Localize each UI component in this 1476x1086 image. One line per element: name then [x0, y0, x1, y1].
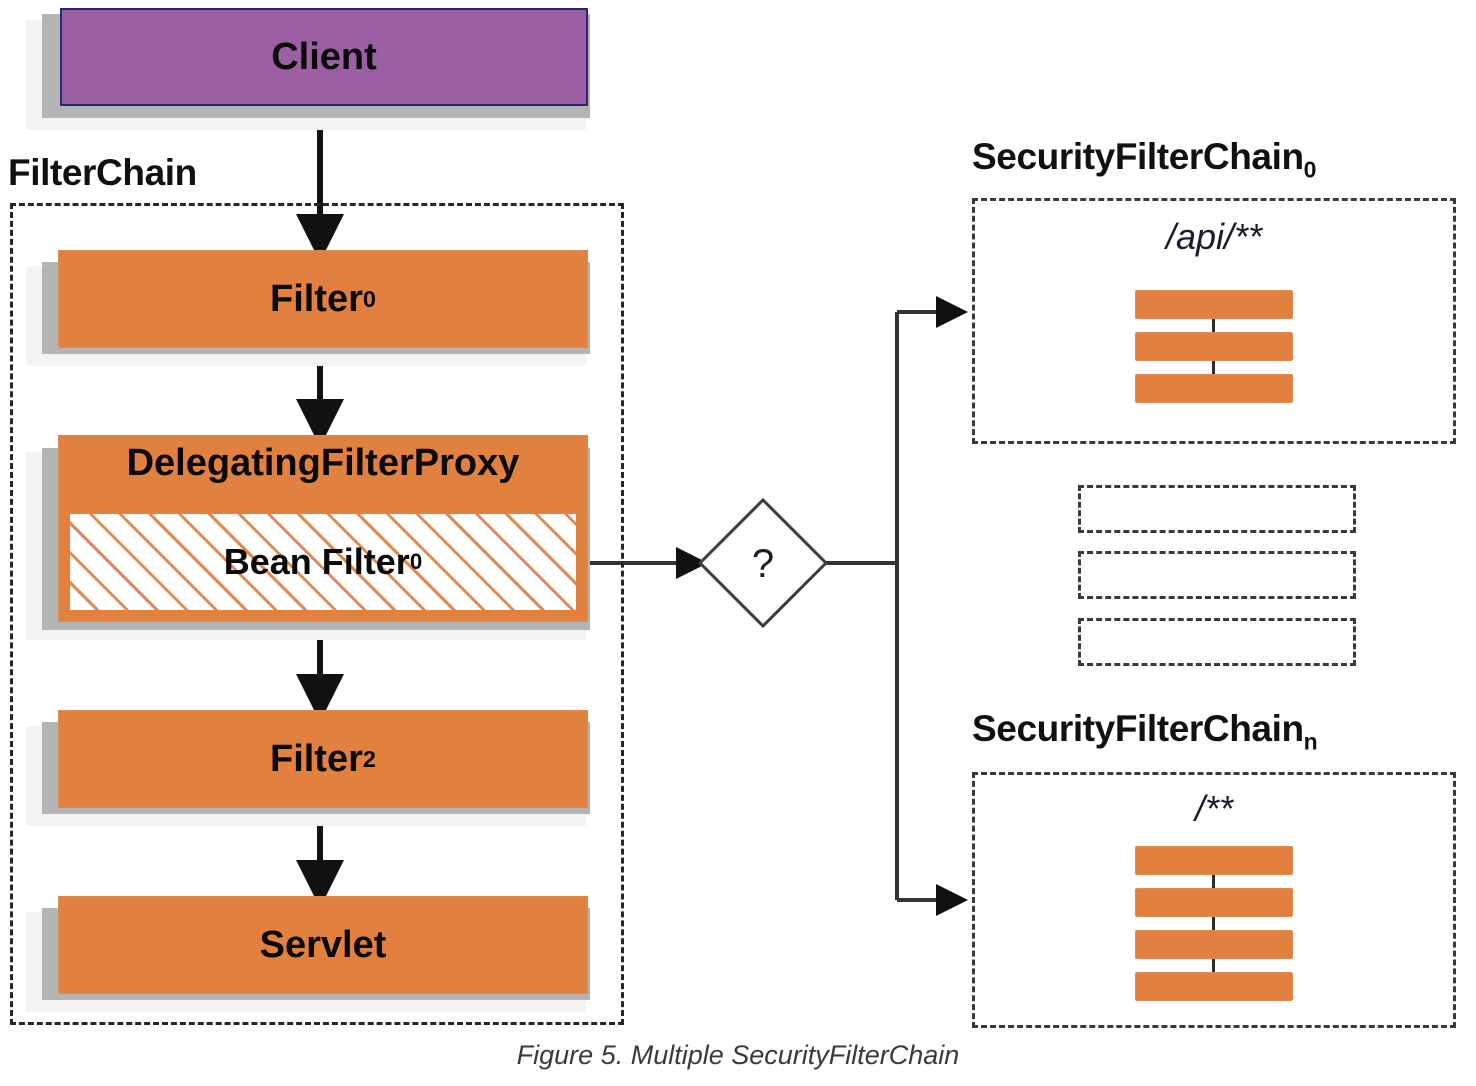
securityfilterchain-n-container: [972, 772, 1456, 1028]
chainN-filter-bar[interactable]: [1135, 972, 1293, 1001]
chain0-filter-bar[interactable]: [1135, 374, 1293, 403]
securityfilterchain-0-pattern: /api/**: [1165, 216, 1263, 257]
figure-caption: Figure 5. Multiple SecurityFilterChain: [516, 1040, 960, 1070]
securityfilterchain-0-label: SecurityFilterChain0: [972, 136, 1317, 183]
securityfilterchain-n-label: SecurityFilterChainn: [972, 708, 1318, 755]
decision-label: ?: [751, 541, 775, 586]
node-filter-0-label: Filter: [269, 277, 363, 320]
chain0-filter-bar[interactable]: [1135, 332, 1293, 361]
omitted-chain-placeholder: [1078, 618, 1356, 666]
filterchain-label: FilterChain: [8, 152, 197, 193]
node-client-label: Client: [271, 35, 377, 78]
securityfilterchain-n-pattern: /**: [1194, 788, 1234, 829]
omitted-chain-placeholder: [1078, 551, 1356, 599]
chainN-filter-bar[interactable]: [1135, 930, 1293, 959]
node-servlet[interactable]: Servlet: [58, 896, 588, 994]
securityfilterchain-0-container: [972, 198, 1456, 444]
chainN-filter-bar[interactable]: [1135, 888, 1293, 917]
node-client[interactable]: Client: [60, 8, 588, 106]
omitted-chain-placeholder: [1078, 485, 1356, 533]
node-filter-2-label: Filter: [269, 737, 363, 780]
node-filter-2-sub: 2: [362, 745, 376, 772]
chainN-connector: [1212, 874, 1215, 984]
filterchain-container: [10, 203, 624, 1025]
node-dfp-label: DelegatingFilterProxy: [126, 442, 520, 484]
node-filter-0-sub: 0: [362, 285, 376, 312]
chain0-filter-bar[interactable]: [1135, 290, 1293, 319]
chainN-filter-bar[interactable]: [1135, 846, 1293, 875]
node-bean-filter-0-sub: 0: [409, 549, 423, 574]
node-bean-filter-0-label: Bean Filter: [223, 541, 410, 582]
node-servlet-label: Servlet: [259, 923, 387, 966]
